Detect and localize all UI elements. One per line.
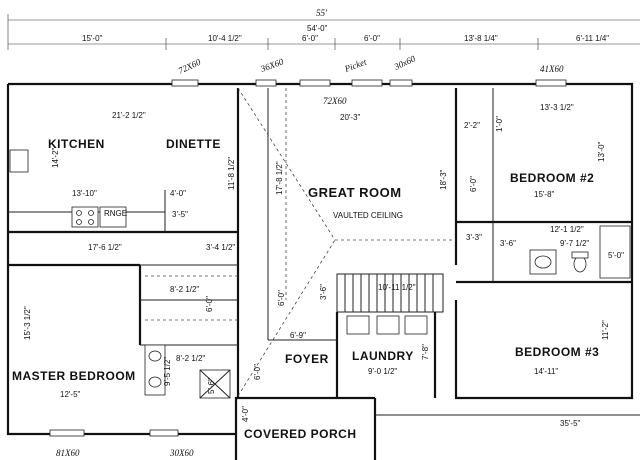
- porch-height-dim: 4'-0": [241, 406, 250, 422]
- room-kitchen: KITCHEN: [48, 137, 105, 151]
- range: [71, 206, 99, 228]
- top-seg5-dim: 13'-8 1/4": [464, 34, 498, 43]
- bath4-dim: 3'-6": [500, 239, 516, 248]
- bath2-dim: 9'-7 1/2": [560, 239, 589, 248]
- vaulted-ceiling-lines: [237, 87, 456, 397]
- top-seg2-dim: 10'-4 1/2": [208, 34, 242, 43]
- bathtub: [599, 225, 631, 279]
- top-seg1-dim: 15'-0": [82, 34, 103, 43]
- laundry-width-dim: 9'-0 1/2": [368, 367, 397, 376]
- foyer-height-dim: 6'-0": [253, 364, 262, 380]
- stair-dim: 10'-11 1/2": [378, 283, 416, 292]
- interior-walls: [8, 88, 632, 398]
- stair-height-dim: 3'-6": [319, 284, 328, 300]
- master-closet2-dim: 6'-0": [205, 296, 214, 312]
- bedroom2-width-dim: 13'-3 1/2": [540, 103, 574, 112]
- master-width-dim: 12'-5": [60, 390, 81, 399]
- refrigerator: [99, 206, 127, 228]
- bedroom3-height-dim: 11'-2": [601, 320, 610, 340]
- fixtures: [9, 149, 631, 399]
- window-note-5: 41X60: [540, 64, 564, 74]
- room-bedroom3: BEDROOM #3: [515, 345, 599, 359]
- master-bath3-dim: 5'-6": [207, 378, 216, 394]
- bedroom2-closet-dim: 2'-2": [464, 121, 480, 130]
- room-master-bedroom: MASTER BEDROOM: [12, 369, 136, 383]
- window-note-3: Picket: [342, 57, 368, 75]
- window-note-6: 72X60: [323, 96, 347, 106]
- kitchen-sink: [9, 149, 29, 173]
- interior-dimensions: 21'-2 1/2" 14'-2" 13'-10" 4'-0" 3'-5" 11…: [23, 103, 624, 428]
- bedroom2-height-dim: 13'-0": [597, 141, 606, 162]
- range-label: RNGE: [104, 209, 127, 218]
- room-labels: KITCHEN DINETTE GREAT ROOM VAULTED CEILI…: [12, 137, 599, 441]
- window-note-8: 30X60: [169, 448, 194, 458]
- room-dinette: DINETTE: [166, 137, 221, 151]
- hall2-dim: 3'-4 1/2": [206, 243, 235, 252]
- top-seg6-dim: 6'-11 1/4": [576, 34, 609, 43]
- bath3-dim: 5'-0": [608, 251, 624, 260]
- cabinet-dim: 3'-5": [172, 210, 188, 219]
- top-seg4-dim: 6'-0": [364, 34, 380, 43]
- hall3-dim: 3'-3": [466, 233, 482, 242]
- window-note-7: 81X60: [56, 448, 80, 458]
- counter2-dim: 4'-0": [170, 189, 186, 198]
- master-bath2-dim: 9'-5 1/2": [163, 357, 172, 386]
- laundry-sink: [404, 315, 428, 335]
- bedroom2-closet2-dim: 1'-0": [495, 116, 504, 132]
- great-height2-dim: 17'-8 1/2": [275, 161, 284, 195]
- stair-height2-dim: 6'-0": [277, 290, 286, 306]
- foyer-width-dim: 6'-9": [290, 331, 306, 340]
- master-bath-dim: 8'-2 1/2": [176, 354, 205, 363]
- room-bedroom2: BEDROOM #2: [510, 171, 594, 185]
- hall-dim: 17'-6 1/2": [88, 243, 122, 252]
- bottom-right-dim: 35'-5": [560, 419, 581, 428]
- window-note-4: 30x60: [392, 53, 418, 72]
- stair-treads: [344, 274, 434, 312]
- bath1-dim: 12'-1 1/2": [550, 225, 584, 234]
- room-great-room: GREAT ROOM: [308, 185, 402, 200]
- bedroom3-width-dim: 14'-11": [534, 367, 558, 376]
- vaulted-ceiling-note: VAULTED CEILING: [333, 211, 403, 220]
- window-note-1: 72X60: [177, 57, 203, 76]
- great-width-dim: 20'-3": [340, 113, 361, 122]
- counter-dim: 13'-10": [72, 189, 97, 198]
- bedroom2-closet3-dim: 6'-0": [469, 176, 478, 192]
- bedroom2-width2-dim: 15'-8": [534, 190, 555, 199]
- room-laundry: LAUNDRY: [352, 349, 414, 363]
- overall-top-sub-dim: 54'-0": [307, 24, 328, 33]
- kitchen-width-dim: 21'-2 1/2": [112, 111, 146, 120]
- room-foyer: FOYER: [285, 352, 329, 366]
- room-covered-porch: COVERED PORCH: [244, 427, 357, 441]
- dinette-height-dim: 11'-8 1/2": [227, 157, 236, 190]
- dryer: [376, 315, 400, 335]
- laundry-height-dim: 7'-8": [421, 344, 430, 360]
- great-height-dim: 18'-3": [439, 169, 448, 190]
- exterior-walls: [6, 79, 640, 460]
- overall-top-dim: 55': [316, 8, 328, 18]
- kitchen-height-dim: 14'-2": [51, 147, 60, 168]
- top-seg3-dim: 6'-0": [302, 34, 318, 43]
- master-height-dim: 15'-3 1/2": [23, 306, 32, 340]
- washer: [346, 315, 370, 335]
- window-note-2: 36X60: [258, 56, 285, 74]
- top-dimensions: 55' 54'-0" 15'-0" 10'-4 1/2" 6'-0" 6'-0"…: [7, 8, 640, 50]
- window-marks: [49, 79, 567, 437]
- master-closet-dim: 8'-2 1/2": [170, 285, 199, 294]
